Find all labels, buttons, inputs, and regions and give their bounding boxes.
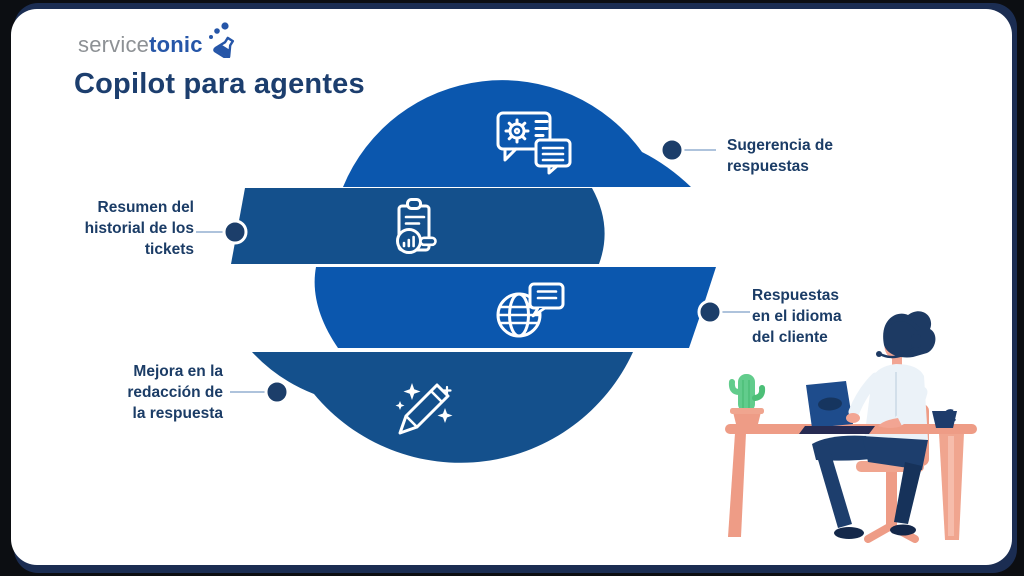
arms: [846, 372, 928, 428]
connector-dot-language: [697, 299, 723, 325]
segment-suggestions: [343, 80, 691, 187]
shoe: [834, 527, 864, 539]
shoe-back: [890, 524, 916, 536]
headset-earcup: [911, 334, 921, 348]
headset-mic: [876, 351, 882, 357]
headset-band: [887, 317, 921, 332]
segment-client-language: [314, 267, 716, 348]
back-leg: [894, 462, 922, 524]
desk: [725, 424, 977, 540]
connector-dot-writing: [264, 379, 290, 405]
hand-on-desk: [878, 418, 902, 428]
connector-dot-suggestions: [659, 137, 685, 163]
logo-word-tonic: tonic: [149, 32, 203, 57]
page-title: Copilot para agentes: [74, 68, 365, 100]
clipboard-search-icon: [396, 198, 437, 254]
label-client-language: Respuestas en el idioma del cliente: [752, 287, 842, 346]
label-better-writing: Mejora en la redacción de la respuesta: [127, 363, 223, 422]
hip: [862, 436, 928, 470]
agent-person: [812, 311, 936, 539]
agent-at-desk-illustration: [725, 311, 977, 543]
cactus: [728, 374, 766, 428]
coffee-cup: [932, 409, 957, 428]
plant-pot: [733, 412, 761, 428]
chat-gear-icon: [496, 111, 572, 175]
segment-better-writing: [252, 352, 633, 463]
segment-history-summary: [231, 188, 605, 264]
laptop: [799, 381, 875, 434]
globe-chat-icon: [496, 282, 565, 338]
connectors: [196, 137, 750, 405]
flask-icon: [208, 22, 234, 58]
lower-leg: [814, 444, 852, 528]
hair: [883, 311, 936, 358]
headset-mic-arm: [879, 348, 914, 359]
label-suggestions: Sugerencia de respuestas: [727, 137, 833, 175]
magic-pencil-icon: [395, 383, 453, 435]
connector-dot-history: [222, 219, 248, 245]
hand-on-laptop: [846, 413, 860, 423]
desk-leg-left: [728, 433, 746, 537]
label-history-summary: Resumen del historial de los tickets: [84, 199, 194, 258]
logo-word-service: service: [78, 32, 150, 57]
